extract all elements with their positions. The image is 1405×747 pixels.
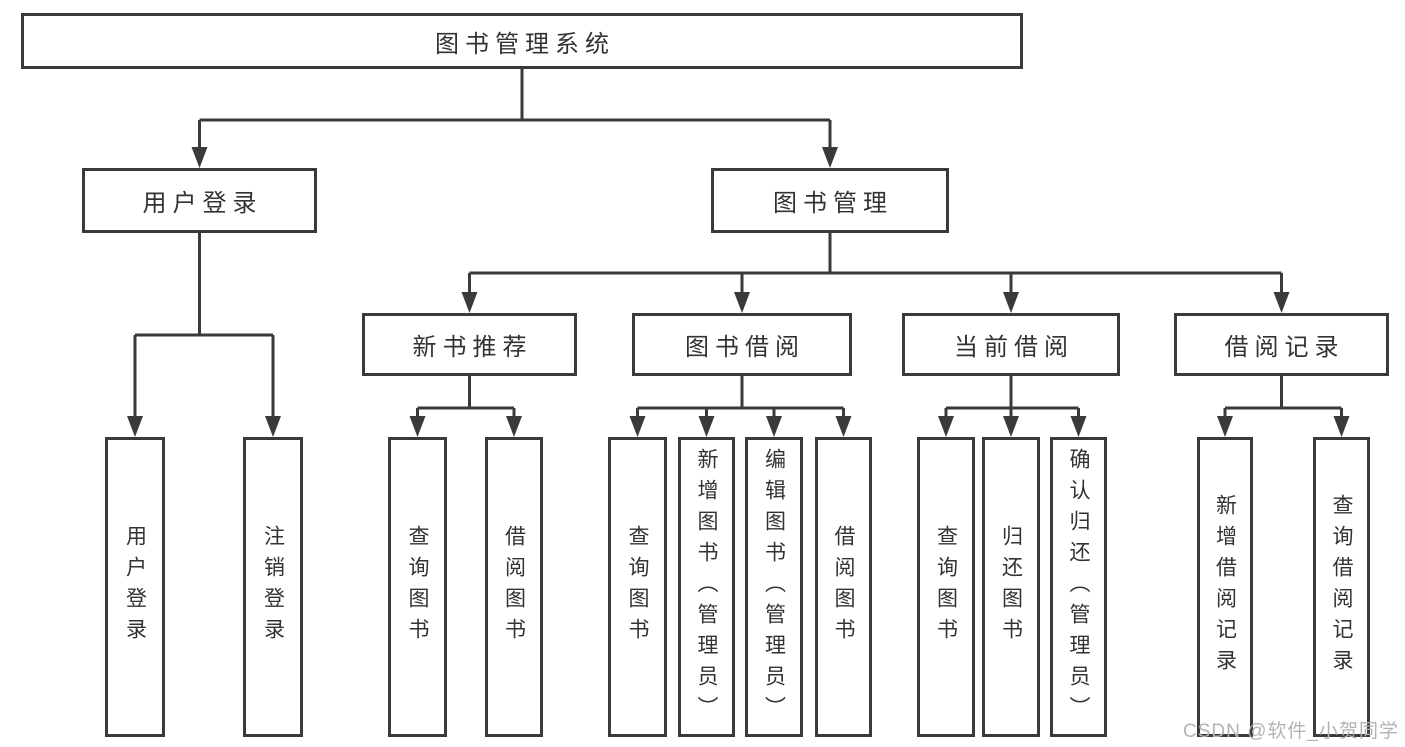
leaf-user-login: 用户登录: [105, 437, 165, 737]
leaf-return-book: 归还图书: [982, 437, 1040, 737]
leaf-query-books-recommend-label: 查询图书: [406, 525, 429, 649]
leaf-query-borrow-record: 查询借阅记录: [1313, 437, 1370, 737]
leaf-confirm-return-admin-label: 确认归还（管理员）: [1067, 447, 1090, 727]
node-root: 图书管理系统: [21, 13, 1023, 69]
leaf-add-book-admin-label: 新增图书（管理员）: [695, 447, 718, 727]
node-user-login: 用户登录: [82, 168, 317, 233]
csdn-watermark: CSDN @软件_小贺同学: [1183, 721, 1399, 742]
leaf-query-books-current-label: 查询图书: [934, 525, 958, 649]
leaf-query-books-borrow: 查询图书: [608, 437, 667, 737]
leaf-borrow-books-recommend: 借阅图书: [485, 437, 543, 737]
node-borrow-records: 借阅记录: [1174, 313, 1389, 376]
leaf-query-books-current: 查询图书: [917, 437, 975, 737]
node-book-borrow: 图书借阅: [632, 313, 852, 376]
node-new-book-recommend: 新书推荐: [362, 313, 577, 376]
leaf-query-books-recommend: 查询图书: [388, 437, 447, 737]
leaf-return-book-label: 归还图书: [999, 525, 1023, 649]
leaf-edit-book-admin-label: 编辑图书（管理员）: [762, 447, 786, 727]
leaf-edit-book-admin: 编辑图书（管理员）: [745, 437, 803, 737]
leaf-add-book-admin: 新增图书（管理员）: [678, 437, 735, 737]
leaf-user-login-label: 用户登录: [123, 525, 147, 649]
leaf-borrow-books-recommend-label: 借阅图书: [502, 525, 526, 649]
leaf-query-borrow-record-label: 查询借阅记录: [1330, 494, 1353, 680]
leaf-borrow-books-borrow: 借阅图书: [815, 437, 872, 737]
leaf-query-books-borrow-label: 查询图书: [626, 525, 649, 649]
leaf-borrow-books-borrow-label: 借阅图书: [832, 525, 855, 649]
node-book-management: 图书管理: [711, 168, 949, 233]
leaf-logout-label: 注销登录: [261, 525, 285, 649]
leaf-add-borrow-record: 新增借阅记录: [1197, 437, 1253, 737]
node-current-borrow: 当前借阅: [902, 313, 1120, 376]
leaf-add-borrow-record-label: 新增借阅记录: [1213, 494, 1237, 680]
leaf-logout: 注销登录: [243, 437, 303, 737]
leaf-confirm-return-admin: 确认归还（管理员）: [1050, 437, 1107, 737]
